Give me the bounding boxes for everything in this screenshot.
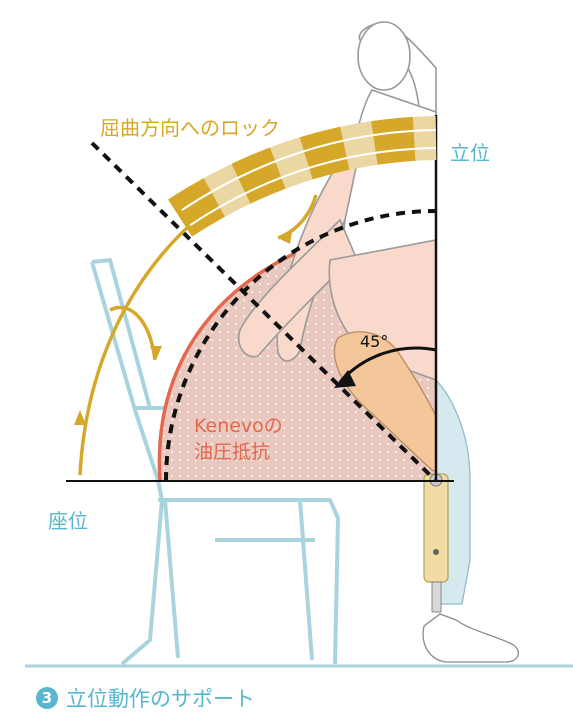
arrowhead-up xyxy=(74,410,86,425)
prosthetic-leg xyxy=(423,380,518,662)
label-kenevo-line2: 油圧抵抗 xyxy=(194,441,270,463)
step-number-badge: 3 xyxy=(36,687,58,709)
arrowhead-down xyxy=(150,346,162,360)
label-kenevo-line1: Kenevoの xyxy=(194,415,283,437)
label-sitting: 座位 xyxy=(48,509,88,533)
label-standing: 立位 xyxy=(450,141,490,165)
label-flexion-lock: 屈曲方向へのロック xyxy=(100,116,280,140)
caption-text: 立位動作のサポート xyxy=(66,683,255,713)
figure-caption: 3 立位動作のサポート xyxy=(36,683,255,713)
label-angle: 45° xyxy=(360,332,388,351)
